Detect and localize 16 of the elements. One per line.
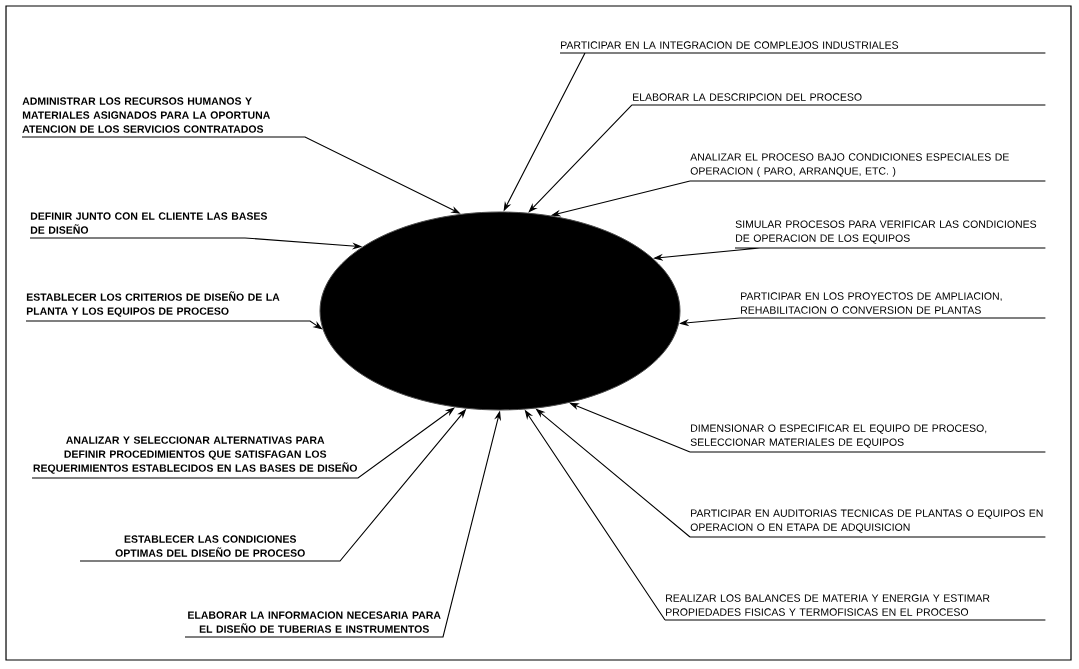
- callout-text: ESTABLECER LAS CONDICIONES OPTIMAS DEL DISEÑO DE PROCESO: [115, 535, 305, 557]
- callout-text: SIMULAR PROCESOS PARA VERIFICAR LAS CONDICIONES DE OPERACION DE LOS EQUIPOS: [735, 220, 1037, 244]
- callout-text: ANALIZAR EL PROCESO BAJO CONDICIONES ESPECIALES DE OPERACION ( PARO, ARRANQUE, ETC. ): [690, 153, 1009, 177]
- callout-text: REALIZAR LOS BALANCES DE MATERIA Y ENERGIA Y ESTIMAR PROPIEDADES FISICAS Y TERMOFISICAS EN EL PROCESO: [666, 594, 990, 616]
- callout-text: PARTICIPAR EN LA INTEGRACION DE COMPLEJOS INDUSTRIALES: [561, 41, 899, 49]
- callout-text: ELABORAR LA INFORMACION NECESARIA PARA EL DISEÑO DE TUBERIAS E INSTRUMENTOS: [188, 611, 441, 633]
- callout-text: DEFINIR JUNTO CON EL CLIENTE LAS BASES DE DISEÑO: [30, 212, 267, 234]
- callout-text: PARTICIPAR EN LOS PROYECTOS DE AMPLIACION, REHABILITACION O CONVERSION DE PLANTAS: [741, 292, 1002, 314]
- callout-text: ESTABLECER LOS CRITERIOS DE DISEÑO DE LA PLANTA Y LOS EQUIPOS DE PROCESO: [26, 291, 280, 317]
- leader-arrow: [528, 104, 1046, 213]
- ellipse: [319, 211, 681, 411]
- callout-text: DIMENSIONAR O ESPECIFICAR EL EQUIPO DE PROCESO, SELECCIONAR MATERIALES DE EQUIPOS: [690, 424, 987, 448]
- callout-text: ELABORAR LA DESCRIPCION DEL PROCESO: [633, 93, 862, 101]
- callout-text: ANALIZAR Y SELECCIONAR ALTERNATIVAS PARA DEFINIR PROCEDIMIENTOS QUE SATISFAGAN LOS REQUERIMIENTOS ESTABLECIDOS EN LAS BASES DE DISEÑO: [33, 436, 357, 474]
- callout-text: PARTICIPAR EN AUDITORIAS TECNICAS DE PLANTAS O EQUIPOS EN OPERACION O EN ETAPA DE ADQUISICION: [690, 509, 1043, 533]
- callout-text: ADMINISTRAR LOS RECURSOS HUMANOS Y MATERIALES ASIGNADOS PARA LA OPORTUNA ATENCION DE LOS SERVICIOS CONTRATADOS: [22, 97, 270, 133]
